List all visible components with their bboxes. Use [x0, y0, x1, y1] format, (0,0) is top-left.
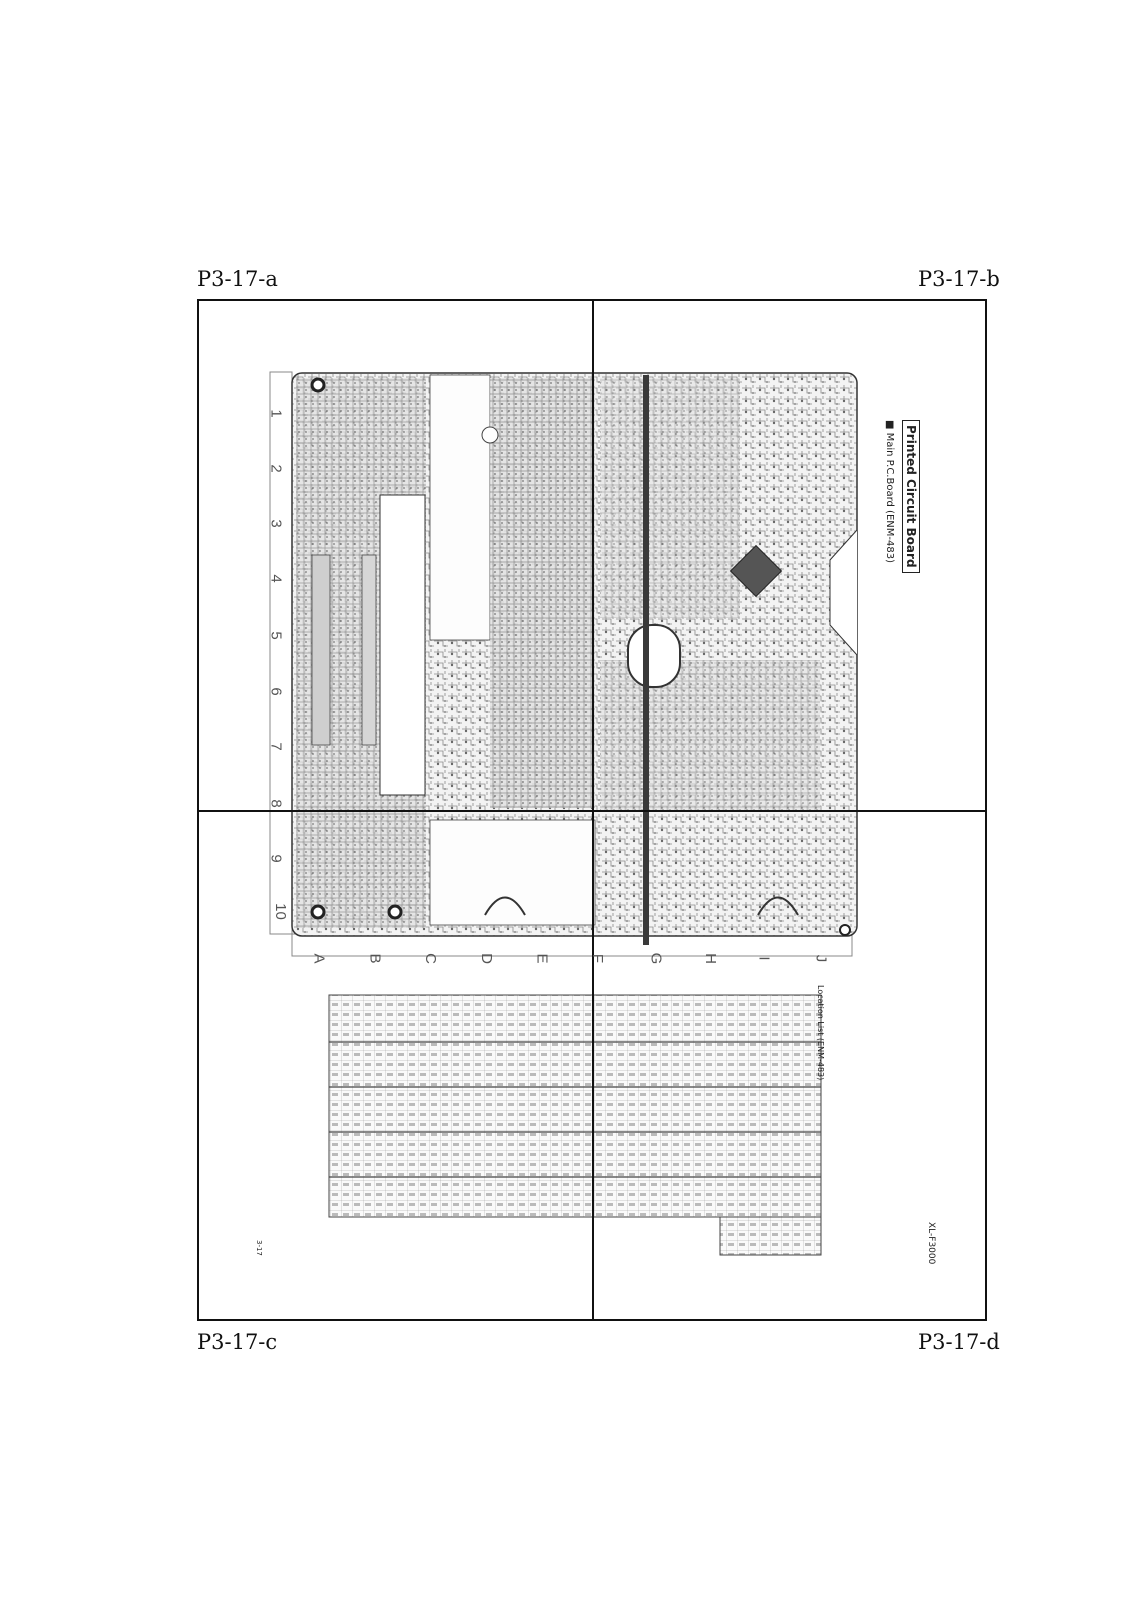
grid-col-d: D	[477, 953, 495, 964]
grid-col-g: G	[647, 952, 665, 965]
page-label-d: P3-17-d	[918, 1330, 1000, 1354]
grid-row-8: 8	[267, 799, 285, 808]
board-subtitle: ■ Main P.C.Board (ENM-483)	[884, 420, 895, 563]
grid-row-2: 2	[267, 464, 285, 473]
grid-row-7: 7	[267, 742, 285, 751]
page-label-a: P3-17-a	[197, 267, 278, 291]
grid-col-a: A	[310, 953, 328, 964]
grid-col-h: H	[701, 953, 719, 964]
grid-row-1: 1	[267, 409, 285, 418]
grid-col-c: C	[421, 953, 439, 964]
model-number: XL-F3000	[926, 1222, 936, 1265]
grid-col-e: E	[533, 953, 551, 964]
grid-row-3: 3	[267, 519, 285, 528]
grid-row-10: 10	[271, 903, 289, 920]
page-number: 3-17	[255, 1240, 263, 1256]
grid-row-4: 4	[267, 574, 285, 583]
location-list-title: Location List (ENM-483)	[816, 985, 825, 1081]
grid-row-9: 9	[267, 854, 285, 863]
grid-col-j: J	[812, 954, 830, 963]
board-title: Printed Circuit Board	[902, 420, 920, 573]
grid-row-5: 5	[267, 631, 285, 640]
page-label-c: P3-17-c	[197, 1330, 278, 1354]
horizontal-divider	[197, 810, 987, 812]
grid-col-i: I	[755, 956, 773, 961]
grid-row-6: 6	[267, 687, 285, 696]
grid-col-f: F	[589, 953, 607, 964]
page-label-b: P3-17-b	[918, 267, 1000, 291]
grid-col-b: B	[366, 953, 384, 964]
